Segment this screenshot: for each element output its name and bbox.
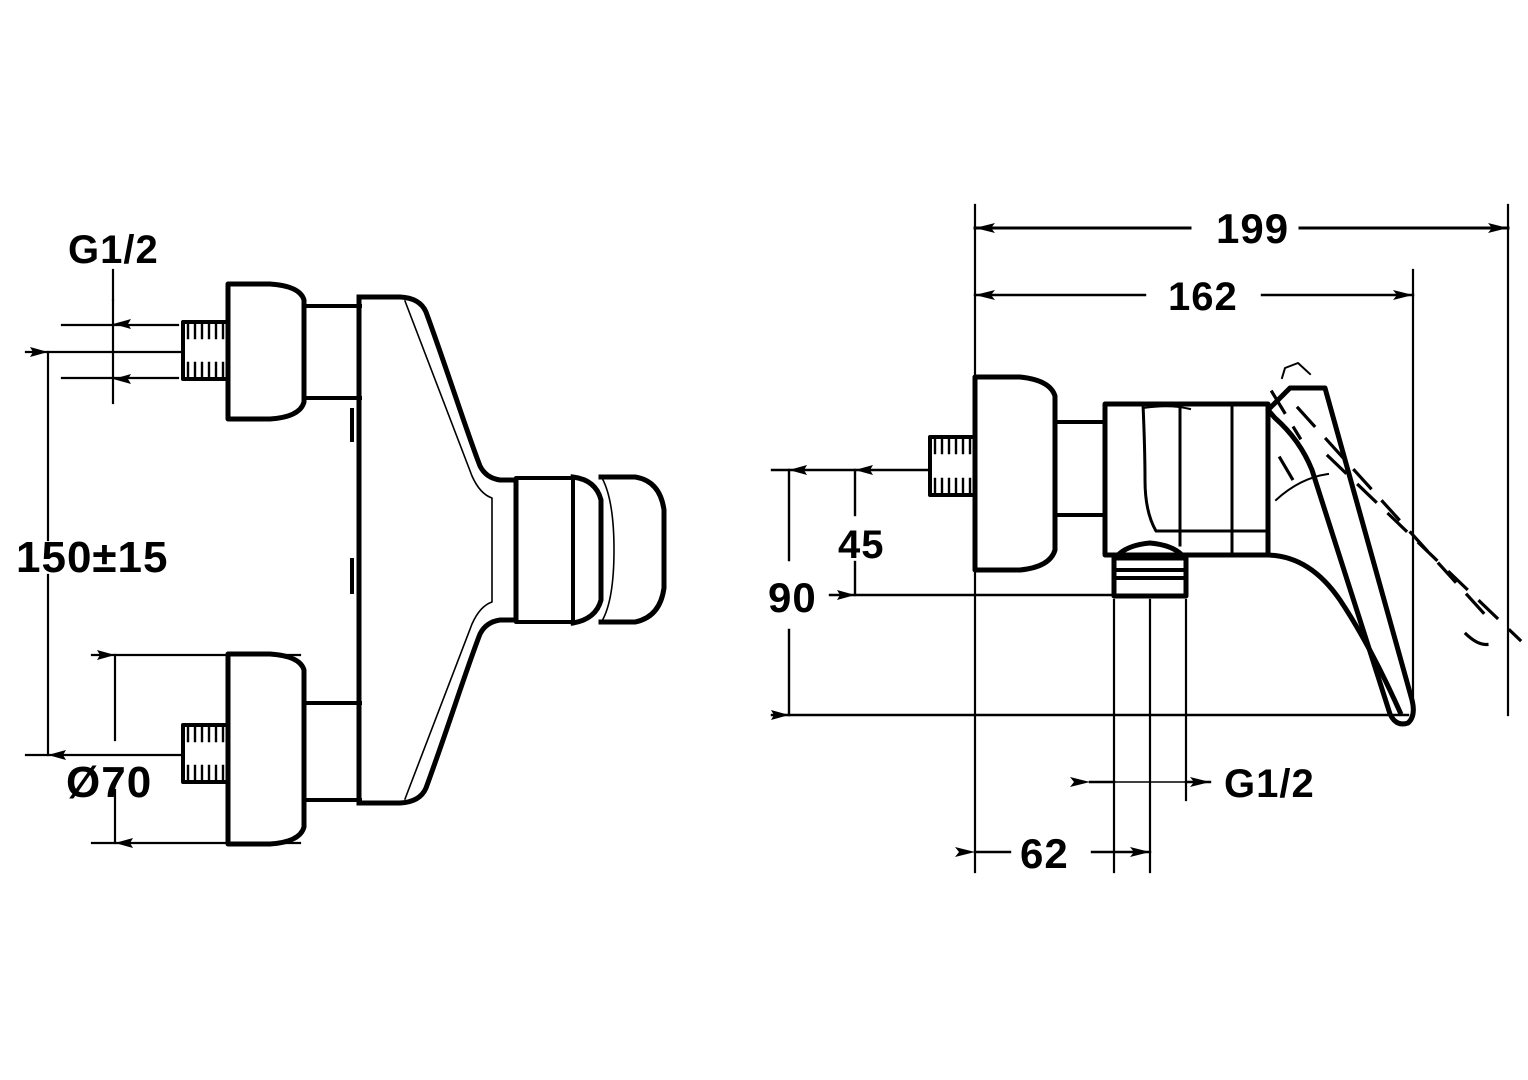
front-view-dimensions: [24, 268, 302, 848]
dim-label-outlet-height: 90: [768, 574, 817, 621]
lower-collar: [302, 701, 362, 802]
dim-label-outlet-thread: G1/2: [1224, 762, 1315, 806]
body-inner-line-4: [1141, 405, 1192, 411]
side-view-dimensions: [770, 203, 1510, 874]
upper-escutcheon: [225, 281, 307, 422]
dim-label-centre-distance: 150±15: [16, 533, 169, 582]
dim-label-inlet-height: 45: [838, 523, 885, 567]
mixer-body-inner-contour: [403, 299, 493, 801]
dim-label-outlet-offset: 62: [1020, 830, 1069, 877]
dim-label-inlet-thread-top: G1/2: [68, 228, 159, 272]
lever-handle-side: [1265, 385, 1416, 727]
lever-underside: [1265, 552, 1404, 716]
body-inner-line-1: [1141, 402, 1270, 533]
side-escutcheon: [972, 374, 1058, 573]
dim-label-escutcheon-diameter: Ø70: [66, 758, 152, 807]
side-inlet-nipple: [928, 435, 977, 497]
lower-inlet-nipple: [181, 723, 230, 784]
lever-crease: [1274, 472, 1330, 502]
lever-top-detail: [1280, 362, 1312, 380]
lower-escutcheon: [225, 651, 307, 847]
front-view-geometry: [181, 281, 667, 847]
lever-handle-raised-dashed: [1269, 389, 1523, 647]
upper-inlet-nipple: [181, 320, 230, 381]
dim-label-overall-length: 199: [1216, 205, 1289, 252]
dim-label-body-length: 162: [1168, 275, 1238, 319]
upper-collar: [302, 304, 362, 400]
outlet-nipple: [1111, 540, 1189, 599]
side-collar: [1053, 420, 1107, 517]
lever-handle-front: [514, 474, 667, 626]
side-view-geometry: [928, 362, 1523, 727]
